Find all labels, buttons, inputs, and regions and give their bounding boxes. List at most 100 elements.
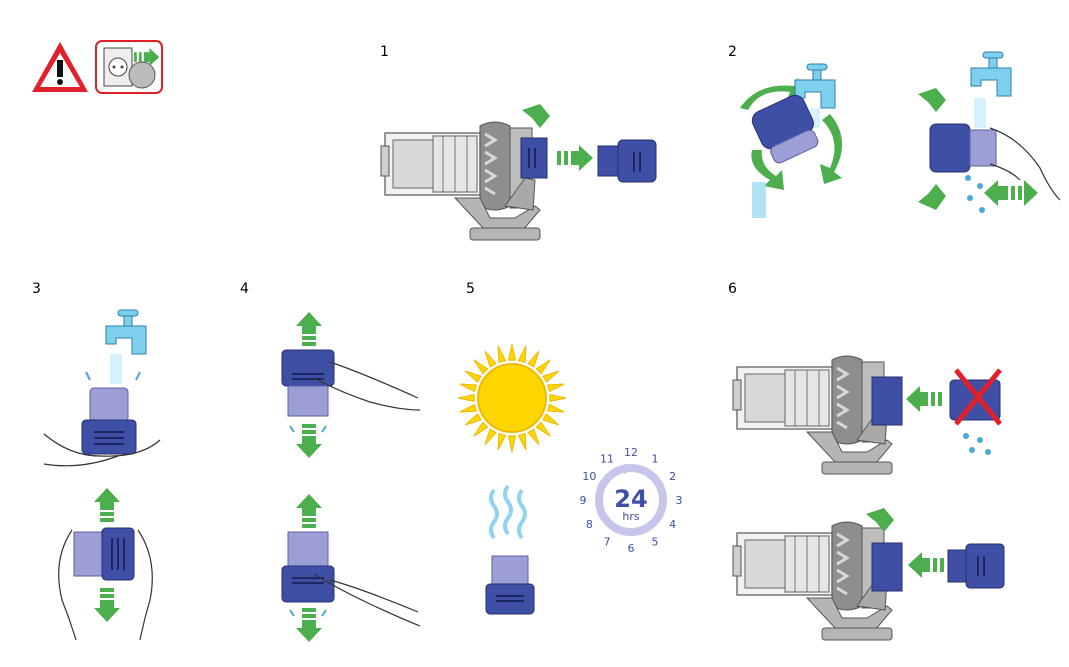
sun-ray (484, 350, 497, 368)
sun-ray (497, 345, 507, 363)
filter-attached (871, 376, 903, 426)
warning-triangle-icon (32, 42, 88, 92)
sun-ray (507, 343, 517, 361)
filter-attached (871, 542, 903, 592)
sun-ray (459, 383, 477, 393)
vacuum-body (379, 120, 542, 242)
filter-blue (281, 349, 335, 387)
sun-ray (527, 350, 540, 368)
timer-unit: hrs (622, 510, 639, 523)
filter-lilac (491, 555, 529, 589)
step-2-number: 2 (728, 44, 737, 60)
clock-hour-label: 3 (676, 494, 683, 507)
sun-icon (457, 343, 567, 453)
filter-attached (520, 137, 548, 179)
arrow-up (296, 494, 322, 528)
clock-hour-label: 7 (604, 536, 611, 549)
sun-ray (549, 393, 567, 403)
water-drops-icon (965, 175, 985, 213)
filter-lilac (73, 531, 103, 577)
clock-hour-label: 9 (580, 494, 587, 507)
arrow-up (296, 312, 322, 346)
filter-rinse (929, 123, 997, 173)
clock-hour-label: 8 (586, 518, 593, 531)
sun-ray (542, 413, 560, 426)
hand-outline (313, 377, 421, 411)
vacuum-body (731, 520, 894, 642)
clock-hour-label: 4 (669, 518, 676, 531)
sun-ray (517, 433, 527, 451)
vacuum-body (731, 354, 894, 476)
sun-ray (497, 433, 507, 451)
hand-outline (989, 127, 1061, 201)
water-stream (752, 182, 766, 218)
sun-ray (547, 383, 565, 393)
sun-ray (473, 421, 489, 437)
clock-hour-label: 2 (669, 470, 676, 483)
clock-hour-label: 5 (652, 536, 659, 549)
heat-waves-icon (489, 484, 527, 540)
twist-arrow-icon (918, 184, 946, 210)
sun-ray (535, 421, 551, 437)
step-2-illustration (740, 51, 1061, 218)
twist-arrow-icon (866, 508, 894, 532)
sun-ray (517, 345, 527, 363)
clock-hour-label: 11 (600, 452, 614, 465)
sun-ray (464, 413, 482, 426)
filter-lilac (89, 387, 129, 423)
sun-ray (542, 370, 560, 383)
insert-arrow (906, 386, 942, 412)
arrow-up (94, 488, 120, 522)
tap-icon (105, 309, 147, 355)
filter-lilac (287, 385, 329, 417)
step-6-number: 6 (728, 281, 737, 297)
sun-ray (484, 428, 497, 446)
filter-blue (281, 565, 335, 603)
filter-blue (101, 527, 135, 581)
filter-blue (81, 419, 137, 455)
twist-arrow-icon (918, 88, 946, 112)
arrow-down (296, 424, 322, 458)
hand-outline (43, 433, 161, 457)
clock-hour-label: 6 (628, 542, 635, 555)
step-6-illustration (731, 354, 1005, 642)
water-drops-icon (289, 425, 327, 433)
twist-arrow-icon (522, 104, 550, 128)
pull-out-arrow (557, 145, 593, 171)
clock-hour-label: 10 (582, 470, 596, 483)
step-5-number: 5 (466, 281, 475, 297)
hand-outline (58, 529, 77, 641)
shake-arrows (984, 180, 1038, 206)
unplug-socket-icon (95, 40, 163, 94)
water-drops-icon (85, 371, 141, 381)
tap-icon (970, 51, 1012, 97)
sun-ray (527, 428, 540, 446)
filter-removed (597, 139, 657, 183)
step-4-illustration (281, 312, 421, 642)
water-drops-icon (289, 609, 327, 617)
step-3-number: 3 (32, 281, 41, 297)
step-1-number: 1 (380, 44, 389, 60)
hand-outline (313, 573, 421, 627)
dry-filter (947, 543, 1005, 589)
sun-ray (473, 359, 489, 375)
step-1-illustration (379, 104, 657, 242)
arrow-down (296, 608, 322, 642)
recycle-icon (740, 78, 843, 190)
sun-ray (507, 435, 517, 453)
step-3-illustration (43, 309, 161, 641)
insert-arrow (908, 552, 944, 578)
step-4-number: 4 (240, 281, 249, 297)
sun-ray (459, 403, 477, 413)
clock-hour-label: 12 (624, 446, 638, 459)
sun-ray (464, 370, 482, 383)
sun-ray (547, 403, 565, 413)
filter-lilac (287, 531, 329, 569)
sun-ray (457, 393, 475, 403)
filter-blue (485, 583, 535, 615)
clock-hour-label: 1 (652, 452, 659, 465)
arrow-down (94, 588, 120, 622)
